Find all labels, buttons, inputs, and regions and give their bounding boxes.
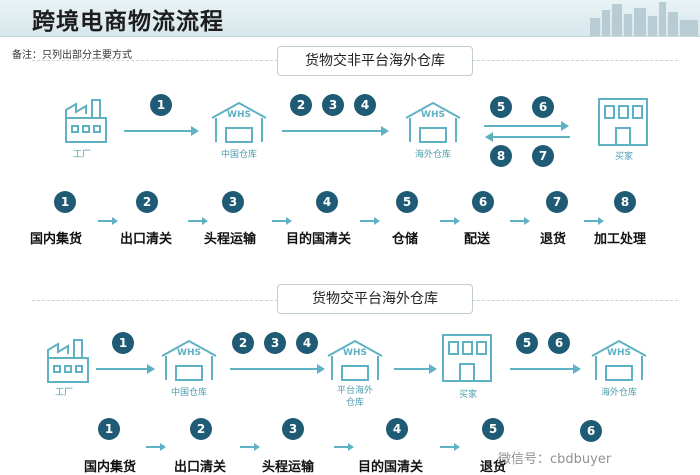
whs-label: WHS (177, 348, 201, 358)
section2-badge-1: 1 (112, 332, 134, 354)
section2-divider-left (32, 300, 278, 301)
section2-arrow-platform-to-buyer (394, 364, 437, 374)
section1-badge-2: 2 (290, 94, 312, 116)
node-buyer-label: 买家 (458, 390, 477, 400)
step-badge: 1 (98, 418, 120, 440)
section1-arrow-overseas-to-buyer (484, 121, 569, 131)
node-buyer-label: 买家 (614, 152, 633, 162)
step-label: 配送 (464, 232, 491, 247)
section1-arrow-china-to-overseas (282, 126, 389, 136)
section1-badge-8: 8 (490, 145, 512, 167)
node-factory-label: 工厂 (54, 388, 73, 398)
warehouse-icon (327, 339, 383, 381)
section1-badge-6: 6 (532, 96, 554, 118)
page-title: 跨境电商物流流程 (32, 9, 224, 35)
step-label: 加工处理 (594, 232, 647, 247)
warehouse-icon (161, 339, 217, 381)
section1-divider-left (32, 60, 278, 61)
step-badge: 3 (282, 418, 304, 440)
step-arrow (360, 217, 380, 225)
step-label: 头程运输 (262, 460, 315, 475)
step-label: 目的国清关 (358, 460, 424, 475)
step-label: 国内集货 (30, 232, 83, 247)
node-china-wh-label: 中国仓库 (220, 150, 257, 160)
step-label: 国内集货 (84, 460, 137, 475)
buyer-building-icon (598, 98, 648, 146)
section2-badge-6: 6 (548, 332, 570, 354)
header-banner: 跨境电商物流流程 (0, 0, 700, 37)
step-arrow (98, 217, 118, 225)
section1-badge-3: 3 (322, 94, 344, 116)
step-badge: 7 (546, 191, 568, 213)
node-overseas-wh-label: 海外仓库 (414, 150, 451, 160)
watermark-text: 微信号：cbdbuyer (498, 452, 612, 467)
step-arrow (272, 217, 292, 225)
step-badge: 5 (396, 191, 418, 213)
step-label: 出口清关 (174, 460, 227, 475)
step-label: 仓储 (392, 232, 419, 247)
section1-title: 货物交非平台海外仓库 (277, 46, 473, 76)
node-platform-wh-label-2: 仓库 (345, 398, 364, 408)
whs-label: WHS (227, 110, 251, 120)
section2-badge-4: 4 (296, 332, 318, 354)
step-arrow (146, 443, 166, 451)
factory-icon (47, 339, 89, 383)
warehouse-icon (591, 339, 647, 381)
node-overseas-wh-label: 海外仓库 (600, 388, 637, 398)
section1-divider-right (472, 60, 678, 61)
step-arrow (334, 443, 354, 451)
step-badge: 1 (54, 191, 76, 213)
section1-arrow-factory-to-china (124, 126, 199, 136)
step-badge: 6 (472, 191, 494, 213)
section1-badge-5: 5 (490, 96, 512, 118)
whs-label: WHS (421, 110, 445, 120)
whs-label: WHS (607, 348, 631, 358)
section2-badge-5: 5 (516, 332, 538, 354)
section1-badge-7: 7 (532, 145, 554, 167)
step-badge: 2 (136, 191, 158, 213)
factory-icon (65, 99, 107, 143)
step-badge: 3 (222, 191, 244, 213)
step-badge: 8 (614, 191, 636, 213)
note-text: 备注：只列出部分主要方式 (12, 50, 132, 61)
step-arrow (584, 217, 604, 225)
whs-label: WHS (343, 348, 367, 358)
section1-arrow-buyer-to-overseas (485, 132, 570, 142)
section2-title: 货物交平台海外仓库 (277, 284, 473, 314)
step-label: 退货 (540, 232, 567, 247)
node-factory-label: 工厂 (72, 150, 91, 160)
city-skyline-icon (590, 2, 698, 36)
step-badge: 4 (316, 191, 338, 213)
step-arrow (440, 217, 460, 225)
section1-badge-1: 1 (150, 94, 172, 116)
step-badge: 6 (580, 420, 602, 442)
section2-divider-right (472, 300, 678, 301)
section2-badge-3: 3 (264, 332, 286, 354)
step-arrow (240, 443, 260, 451)
section2-arrow-buyer-to-overseas (510, 364, 581, 374)
step-arrow (440, 443, 460, 451)
step-label: 头程运输 (204, 232, 257, 247)
step-badge: 5 (482, 418, 504, 440)
step-label: 出口清关 (120, 232, 173, 247)
section2-badge-2: 2 (232, 332, 254, 354)
step-badge: 2 (190, 418, 212, 440)
warehouse-icon (211, 101, 267, 143)
step-label: 目的国清关 (286, 232, 352, 247)
section2-arrow-china-to-platform (230, 364, 325, 374)
step-badge: 4 (386, 418, 408, 440)
buyer-building-icon (442, 334, 492, 382)
node-platform-wh-label-1: 平台海外 (336, 386, 373, 396)
step-arrow (510, 217, 530, 225)
section1-badge-4: 4 (354, 94, 376, 116)
warehouse-icon (405, 101, 461, 143)
node-china-wh-label: 中国仓库 (170, 388, 207, 398)
section2-arrow-factory-to-china (96, 364, 155, 374)
step-arrow (188, 217, 208, 225)
